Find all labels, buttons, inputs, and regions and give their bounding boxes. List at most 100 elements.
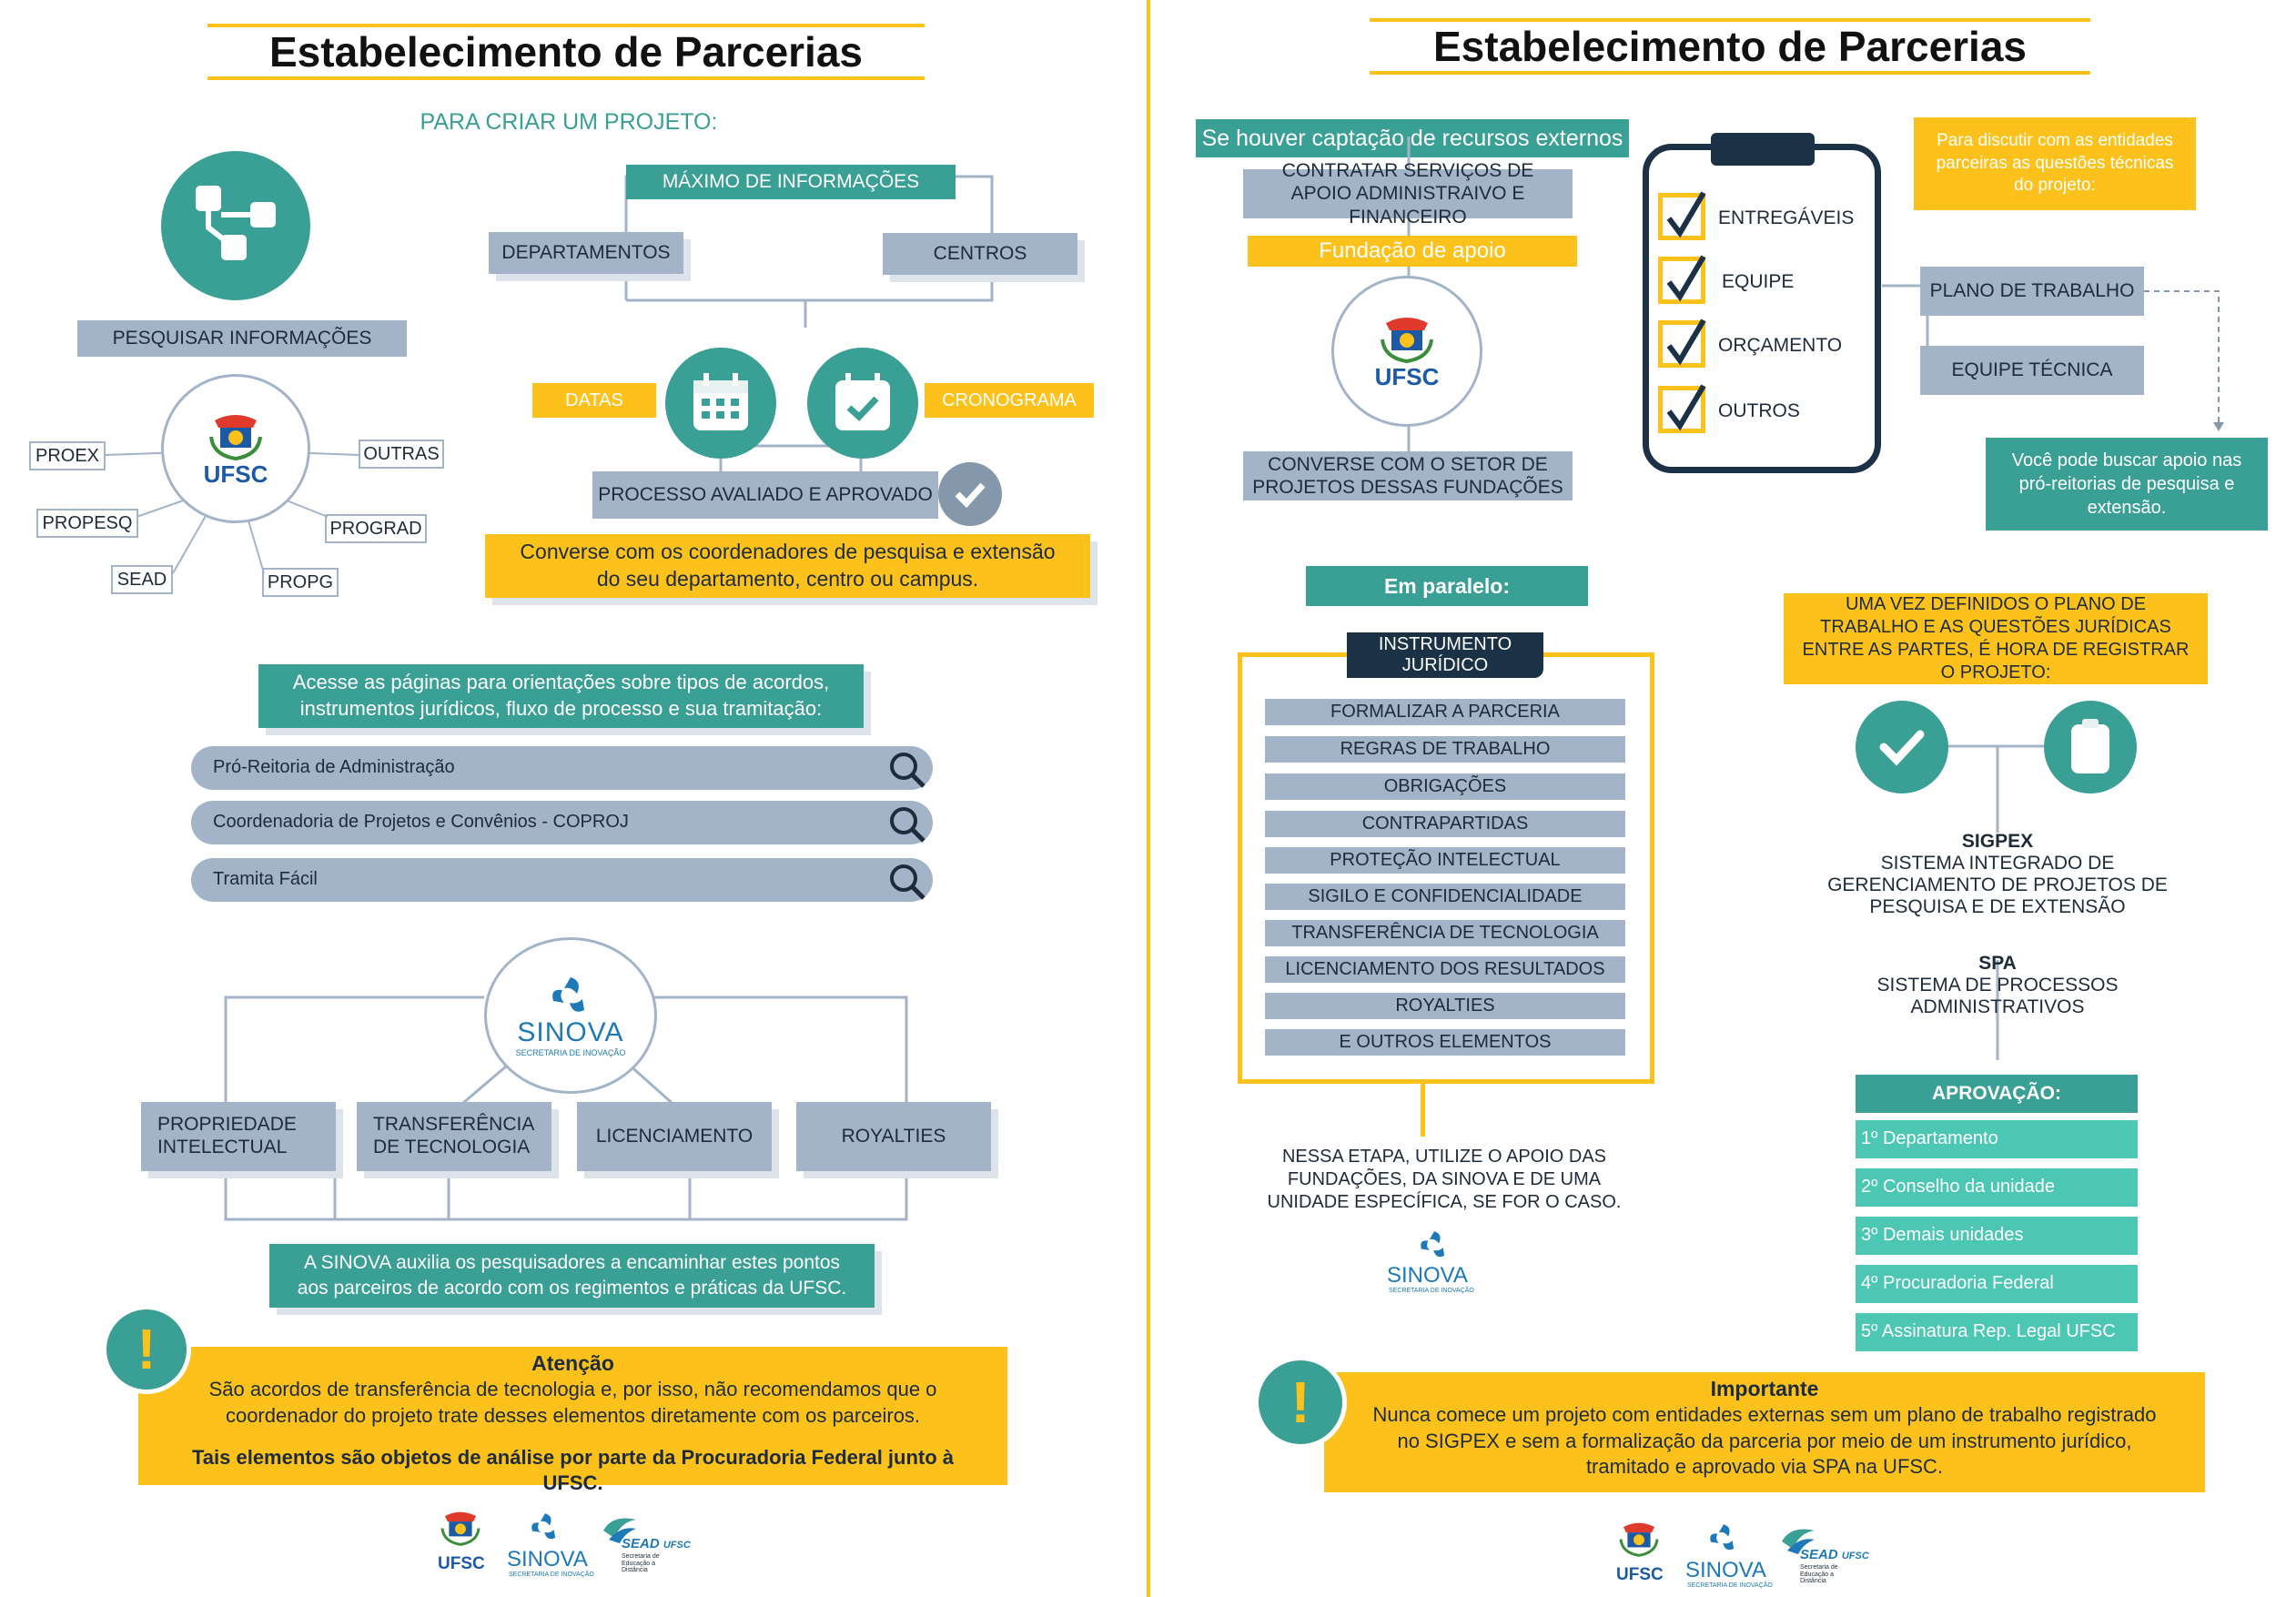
aprovacao-step: 2º Conselho da unidade (1856, 1168, 2138, 1207)
centros-box: CENTROS (883, 233, 1077, 275)
left-subtitle: PARA CRIAR UM PROJETO: (420, 108, 718, 135)
left-footer-logos: UFSC SINOVA SECRETARIA DE INOVAÇÃO SEAD … (432, 1501, 705, 1583)
sead-subtitle: Secretaria de Educação a Distância (1800, 1564, 1838, 1585)
instrumento-item: PROTEÇÃO INTELECTUAL (1265, 847, 1625, 874)
maximo-info-box: MÁXIMO DE INFORMAÇÕES (626, 165, 956, 199)
aprovacao-title: APROVAÇÃO: (1856, 1075, 2138, 1113)
fundacao-box: Fundação de apoio (1248, 236, 1577, 267)
search-icon (890, 864, 925, 900)
org-sead: SEAD (111, 565, 173, 594)
paralelo-box: Em paralelo: (1306, 566, 1588, 606)
sigpex-title: SIGPEX (1961, 830, 2034, 852)
instrumento-connector (1421, 1084, 1425, 1137)
importante-text: Nunca comece um projeto com entidades ex… (1372, 1403, 2157, 1478)
search-icon (890, 807, 925, 843)
aprovacao-step: 5º Assinatura Rep. Legal UFSC (1856, 1313, 2138, 1351)
ufsc-wordmark: UFSC (438, 1554, 485, 1573)
instrumento-title: INSTRUMENTO JURÍDICO (1347, 632, 1543, 678)
plano-trabalho-box: PLANO DE TRABALHO (1920, 267, 2144, 316)
clipboard-icon (2044, 701, 2137, 793)
right-title-line-bottom (1370, 71, 2090, 75)
checklist-item: EQUIPE (1654, 255, 1873, 308)
clipboard-clip (1711, 133, 1815, 166)
org-propg: PROPG (262, 568, 339, 597)
instrumento-item: TRANSFERÊNCIA DE TECNOLOGIA (1265, 920, 1625, 946)
sinova-subtitle: SECRETARIA DE INOVAÇÃO (509, 1572, 594, 1578)
max-info-connectors (624, 175, 994, 328)
page-divider (1147, 0, 1150, 1597)
converse-box: Converse com os coordenadores de pesquis… (485, 534, 1090, 598)
importante-box: Importante Nunca comece um projeto com e… (1324, 1372, 2205, 1492)
sinova-logo-icon (1710, 1524, 1735, 1551)
spa-title: SPA (1978, 952, 2017, 974)
topic-propriedade: PROPRIEDADE INTELECTUAL (141, 1102, 336, 1171)
org-outras: OUTRAS (359, 440, 444, 469)
sigpex-block: SIGPEX SISTEMA INTEGRADO DE GERENCIAMENT… (1797, 828, 2198, 921)
instrumento-item: OBRIGAÇÕES (1265, 773, 1625, 800)
sigpex-desc: SISTEMA INTEGRADO DE GERENCIAMENTO DE PR… (1827, 852, 2168, 918)
left-title-line-bottom (207, 76, 925, 80)
apoio-box: Você pode buscar apoio nas pró-reitorias… (1986, 438, 2268, 531)
equipe-tecnica-box: EQUIPE TÉCNICA (1920, 346, 2144, 395)
sinova-wordmark: SINOVA (517, 1017, 624, 1047)
processo-box: PROCESSO AVALIADO E APROVADO (592, 471, 938, 519)
search-bar-tramita[interactable]: Tramita Fácil (191, 858, 933, 902)
ufsc-crest-icon (1619, 1522, 1659, 1557)
sead-wordmark: SEAD UFSC (622, 1536, 691, 1552)
check-icon (1666, 318, 1706, 366)
checklist-item: ORÇAMENTO (1654, 318, 1873, 371)
sinova-note: A SINOVA auxilia os pesquisadores a enca… (269, 1244, 875, 1308)
ufsc-circle: UFSC (161, 374, 310, 523)
ufsc-wordmark: UFSC (1616, 1565, 1664, 1584)
workflow-icon (161, 151, 310, 300)
search-bar-coproj[interactable]: Coordenadoria de Projetos e Convênios - … (191, 801, 933, 844)
sinova-subtitle: SECRETARIA DE INOVAÇÃO (1687, 1582, 1773, 1589)
checklist-label: EQUIPE (1722, 271, 1795, 292)
etapa-text: NESSA ETAPA, UTILIZE O APOIO DAS FUNDAÇÕ… (1267, 1146, 1622, 1212)
instrumento-item: LICENCIAMENTO DOS RESULTADOS (1265, 956, 1625, 983)
converse-setor-box: CONVERSE COM O SETOR DE PROJETOS DESSAS … (1243, 451, 1573, 500)
spa-block: SPA SISTEMA DE PROCESSOS ADMINISTRATIVOS (1788, 953, 2207, 1017)
instrumento-item: REGRAS DE TRABALHO (1265, 736, 1625, 763)
search-bar-label: Pró-Reitoria de Administração (213, 757, 455, 777)
search-bar-proad[interactable]: Pró-Reitoria de Administração (191, 746, 933, 790)
search-bar-label: Tramita Fácil (213, 869, 318, 889)
checklist-item: ENTREGÁVEIS (1654, 191, 1873, 244)
sinova-small-logo: SINOVA SECRETARIA DE INOVAÇÃO (1383, 1227, 1483, 1299)
check-icon (1666, 255, 1706, 302)
registrar-connectors (1946, 744, 2060, 1060)
ufsc-circle: UFSC (1331, 276, 1482, 427)
sinova-logo-icon (1421, 1231, 1445, 1258)
sinova-circle: SINOVA SECRETARIA DE INOVAÇÃO (484, 937, 657, 1094)
attention-bold: Tais elementos são objetos de análise po… (191, 1445, 955, 1494)
sinova-logo-icon (552, 977, 584, 1012)
checklist-item: OUTROS (1654, 384, 1873, 437)
discutir-box: Para discutir com as entidades parceiras… (1914, 117, 2196, 210)
instrumento-item: CONTRAPARTIDAS (1265, 811, 1625, 837)
ufsc-crest-icon (440, 1511, 480, 1546)
org-propesq: PROPESQ (36, 509, 138, 538)
instrumento-item: FORMALIZAR A PARCERIA (1265, 699, 1625, 725)
sead-subtitle: Secretaria de Educação a Distância (622, 1553, 660, 1574)
checklist-label: ENTREGÁVEIS (1718, 207, 1855, 228)
attention-title: Atenção (531, 1351, 614, 1375)
org-proex: PROEX (29, 441, 106, 470)
checklist-label: OUTROS (1718, 400, 1800, 421)
attention-text: São acordos de transferência de tecnolog… (208, 1378, 937, 1427)
cronograma-box: CRONOGRAMA (925, 383, 1094, 418)
pesquisar-info-box: PESQUISAR INFORMAÇÕES (77, 320, 407, 357)
instrumento-item: SIGILO E CONFIDENCIALIDADE (1265, 884, 1625, 910)
aprovacao-list: 1º Departamento 2º Conselho da unidade 3… (1856, 1120, 2138, 1351)
right-footer-logos: UFSC SINOVA SECRETARIA DE INOVAÇÃO SEAD … (1611, 1512, 1884, 1594)
datas-box: DATAS (532, 383, 656, 418)
right-title: Estabelecimento de Parcerias (1433, 23, 2027, 70)
importante-title: Importante (1710, 1377, 1819, 1400)
topic-royalties: ROYALTIES (796, 1102, 991, 1171)
instrumento-item: ROYALTIES (1265, 993, 1625, 1019)
check-icon (1666, 191, 1706, 238)
sinova-logo-icon (531, 1513, 556, 1540)
instrumento-list: FORMALIZAR A PARCERIA REGRAS DE TRABALHO… (1265, 699, 1625, 1056)
sinova-subtitle: SECRETARIA DE INOVAÇÃO (1389, 1288, 1474, 1294)
aprovacao-step: 4º Procuradoria Federal (1856, 1265, 2138, 1303)
check-icon (1666, 384, 1706, 431)
